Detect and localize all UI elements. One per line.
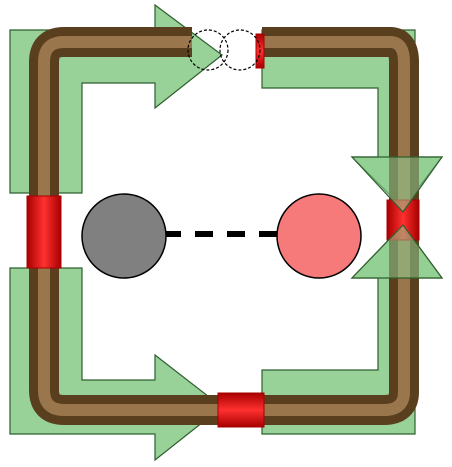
top-gap-circles (187, 29, 261, 71)
gap-circle-left (187, 29, 229, 71)
node-pair (81, 193, 362, 279)
green-bands (9, 3, 444, 462)
right-down-arrow (350, 156, 444, 213)
left-gap (26, 195, 62, 269)
pink-node (276, 193, 362, 279)
right-crossing-arrows (350, 156, 444, 279)
right-up-arrow (350, 224, 444, 279)
pipe-loop (29, 27, 419, 425)
bottom-gap (217, 392, 265, 428)
gap-circle-right (219, 29, 261, 71)
gray-node (81, 193, 167, 279)
